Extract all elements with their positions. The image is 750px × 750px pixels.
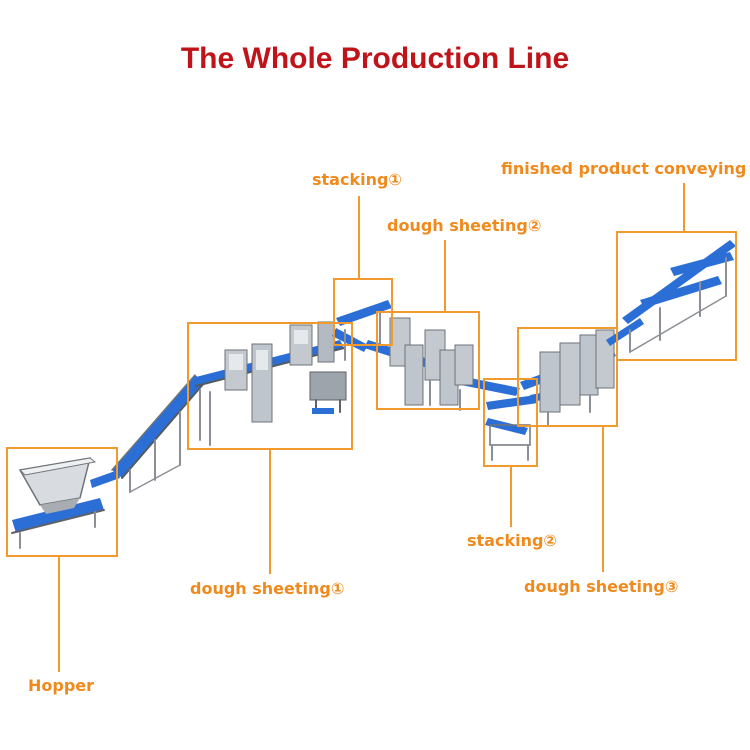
label-dough-sheeting-1: dough sheeting① — [190, 579, 345, 598]
callout-box-hopper — [6, 447, 118, 557]
label-stacking-2: stacking② — [467, 531, 557, 550]
callout-box-dough-sheeting-3 — [517, 327, 618, 427]
label-finished-product-conveying: finished product conveying — [501, 159, 747, 178]
callout-box-dough-sheeting-2 — [376, 311, 480, 410]
label-dough-sheeting-3: dough sheeting③ — [524, 577, 679, 596]
label-hopper: Hopper — [28, 676, 95, 695]
page-title: The Whole Production Line — [180, 42, 570, 75]
conveyor-line — [11, 240, 736, 549]
callout-box-finished — [616, 231, 737, 361]
label-stacking-1: stacking① — [312, 170, 402, 189]
label-dough-sheeting-2: dough sheeting② — [387, 216, 542, 235]
